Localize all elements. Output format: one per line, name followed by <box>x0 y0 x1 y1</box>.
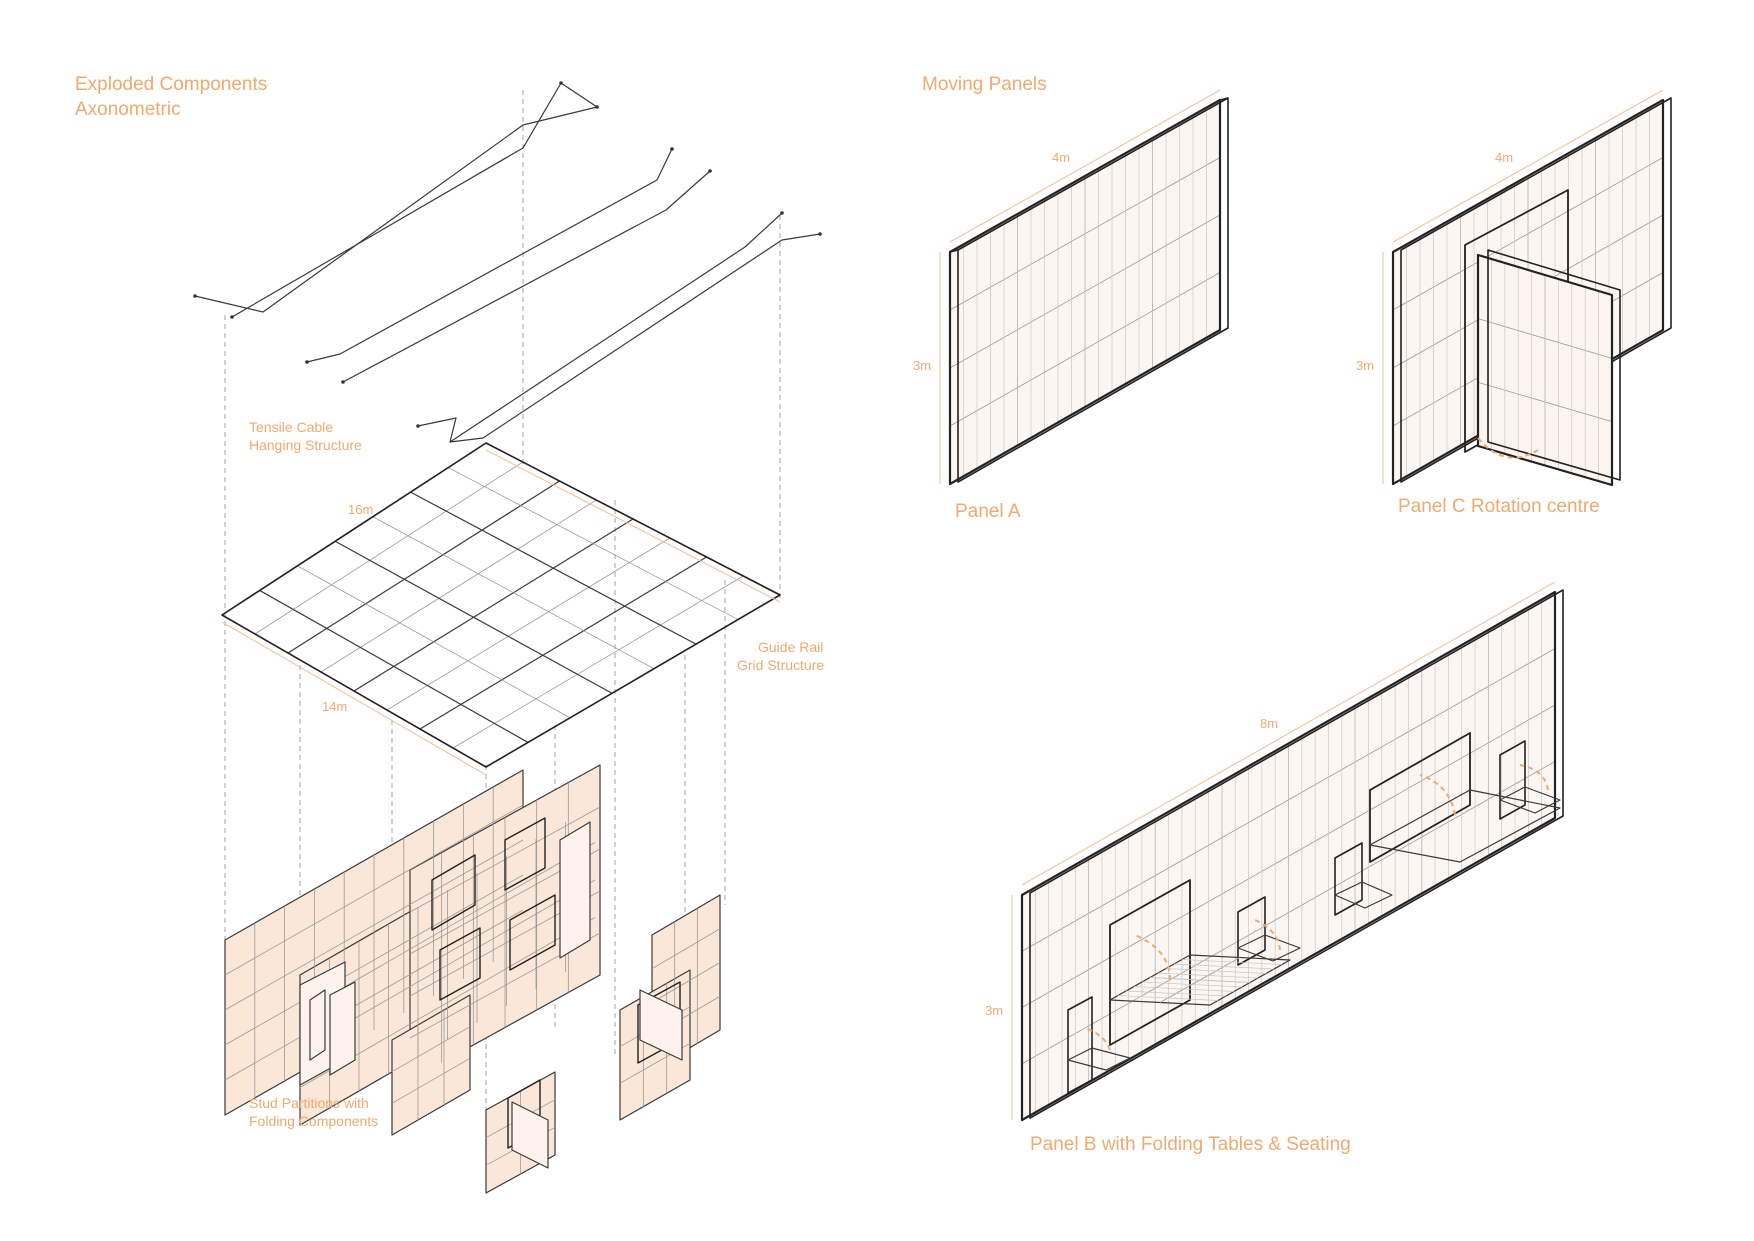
cable-label-line2: Hanging Structure <box>249 437 362 453</box>
exploded-axonometric: Tensile Cable Hanging Structure 16m 14m … <box>75 74 824 1194</box>
fold-arrow-2 <box>1419 774 1456 816</box>
frame-line <box>1117 995 1219 1001</box>
frame-line <box>259 589 529 743</box>
panel-a-height: 3m <box>913 358 931 373</box>
fold-arrow-4 <box>1519 764 1549 791</box>
frame-line <box>334 540 613 694</box>
cable-3 <box>306 148 673 363</box>
grid-dim-top: 16m <box>348 502 373 517</box>
frame-line <box>651 962 721 1003</box>
panel-b-frame <box>1021 599 1556 1113</box>
frame-line <box>386 537 670 711</box>
fold-arrow-3 <box>1254 919 1281 951</box>
cable-1 <box>194 106 598 313</box>
frame-line <box>419 556 707 730</box>
frame-line <box>1181 959 1283 965</box>
frame-line <box>254 461 523 635</box>
tensile-cable-structure <box>193 81 822 443</box>
cable-label-line1: Tensile Cable <box>249 419 333 435</box>
frame-line <box>287 480 560 654</box>
frame-line <box>372 516 655 670</box>
panel-a: 4m 3m Panel A <box>913 89 1229 522</box>
frame-line <box>224 804 524 976</box>
panel-b: 8m 3m Panel B with Folding Tables & Seat… <box>985 581 1564 1155</box>
grid-lines <box>254 461 744 749</box>
frame-line <box>353 518 634 692</box>
panel-c-width: 4m <box>1495 150 1513 165</box>
frame-line <box>1149 977 1251 983</box>
frame-line <box>1125 990 1227 997</box>
left-title-line2: Axonometric <box>75 99 181 120</box>
grid-label-line2: Grid Structure <box>737 657 824 673</box>
partition-label-line1: Stud Partitions with <box>249 1095 369 1111</box>
panel-b-height: 3m <box>985 1003 1003 1018</box>
fold-arrow-5 <box>1084 1027 1111 1051</box>
panel-a-frame <box>949 107 1221 477</box>
panel-b-caption: Panel B with Folding Tables & Seating <box>1030 1134 1351 1155</box>
grid-dim-side: 14m <box>322 699 347 714</box>
panel-c-frame <box>1392 107 1664 477</box>
right-title: Moving Panels <box>922 74 1047 95</box>
left-title-line1: Exploded Components <box>75 74 267 95</box>
frame-line <box>299 842 596 1013</box>
stud-partitions <box>224 764 721 1194</box>
frame-line <box>1165 968 1267 974</box>
frame-line <box>391 1057 471 1104</box>
panel-b-table-grid <box>1117 957 1283 1003</box>
fold-arrow-1 <box>1134 934 1171 981</box>
cable-5 <box>417 212 783 443</box>
frame-line <box>297 565 571 719</box>
frame-line <box>391 1026 471 1073</box>
panel-c-caption: Panel C Rotation centre <box>1398 496 1600 517</box>
grid-dim-side-line <box>221 621 487 776</box>
panel-b-width: 8m <box>1260 716 1278 731</box>
grid-label-line1: Guide Rail <box>758 639 823 655</box>
panel-a-width: 4m <box>1052 150 1070 165</box>
frame-line <box>1141 981 1243 988</box>
frame-line <box>1133 986 1235 992</box>
panel-a-caption: Panel A <box>955 501 1021 522</box>
frame-line <box>651 928 721 970</box>
frame-line <box>1157 972 1259 979</box>
grid-dim-top-line <box>485 449 781 603</box>
guide-rail-grid <box>221 442 781 768</box>
cable-6 <box>449 233 821 443</box>
cable-2 <box>231 82 598 318</box>
partition-label-line2: Folding Components <box>249 1113 378 1129</box>
panel-c-height: 3m <box>1356 358 1374 373</box>
panel-c: 4m 3m Panel C Rotation centre <box>1356 89 1672 517</box>
frame-line <box>320 499 597 673</box>
frame-line <box>410 491 697 645</box>
frame-line <box>452 575 744 749</box>
panel-c-door-frame <box>1477 259 1613 482</box>
cable-4 <box>342 170 711 383</box>
frame-line <box>1173 963 1275 970</box>
frame-line <box>448 467 739 620</box>
